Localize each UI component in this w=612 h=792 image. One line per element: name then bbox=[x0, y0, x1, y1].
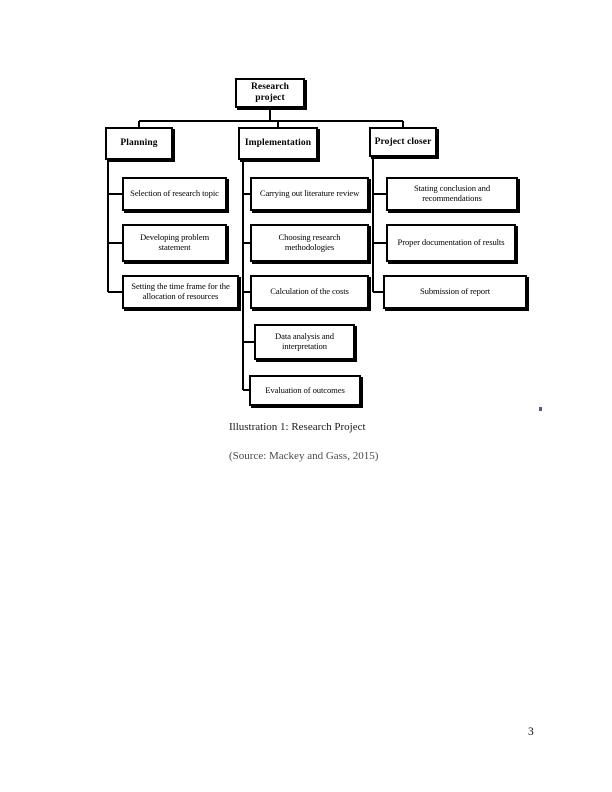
figure-caption-title: Illustration 1: Research Project bbox=[229, 421, 366, 433]
research-project-hierarchy-diagram: Research project Planning Implementation… bbox=[105, 78, 527, 406]
node-proper-documentation-of-results-label: Proper documentation of results bbox=[397, 237, 505, 248]
node-submission-of-report[interactable]: Submission of report bbox=[383, 275, 527, 309]
node-research-project[interactable]: Research project bbox=[235, 78, 305, 108]
ink-speck-artifact bbox=[539, 407, 542, 411]
diagram-connectors bbox=[107, 108, 404, 391]
node-stating-conclusion-and-recommendations-label: Stating conclusion and recommendations bbox=[413, 183, 491, 203]
node-calculation-of-the-costs-label: Calculation of the costs bbox=[270, 286, 349, 297]
node-research-project-label: Research project bbox=[250, 82, 290, 103]
node-selection-of-research-topic-label: Selection of research topic bbox=[130, 188, 219, 199]
node-evaluation-of-outcomes[interactable]: Evaluation of outcomes bbox=[249, 375, 361, 406]
node-carrying-out-literature-review[interactable]: Carrying out literature review bbox=[250, 177, 369, 211]
node-data-analysis-and-interpretation-label: Data analysis and interpretation bbox=[275, 331, 334, 351]
node-proper-documentation-of-results[interactable]: Proper documentation of results bbox=[386, 224, 516, 262]
node-project-closer-label: Project closer bbox=[374, 136, 432, 147]
node-setting-the-time-frame[interactable]: Setting the time frame for the allocatio… bbox=[122, 275, 239, 309]
node-carrying-out-literature-review-label: Carrying out literature review bbox=[259, 188, 360, 199]
node-setting-the-time-frame-label: Setting the time frame for the allocatio… bbox=[131, 281, 230, 301]
page-number: 3 bbox=[528, 726, 534, 738]
node-developing-problem-statement[interactable]: Developing problem statement bbox=[122, 224, 227, 262]
figure-caption-source: (Source: Mackey and Gass, 2015) bbox=[229, 450, 379, 462]
node-choosing-research-methodologies[interactable]: Choosing research methodologies bbox=[250, 224, 369, 262]
node-choosing-research-methodologies-label: Choosing research methodologies bbox=[278, 232, 341, 252]
node-data-analysis-and-interpretation[interactable]: Data analysis and interpretation bbox=[254, 324, 355, 360]
node-selection-of-research-topic[interactable]: Selection of research topic bbox=[122, 177, 227, 211]
node-planning[interactable]: Planning bbox=[105, 127, 173, 160]
node-submission-of-report-label: Submission of report bbox=[419, 286, 491, 297]
node-calculation-of-the-costs[interactable]: Calculation of the costs bbox=[250, 275, 369, 309]
node-developing-problem-statement-label: Developing problem statement bbox=[139, 232, 210, 252]
node-planning-label: Planning bbox=[120, 138, 158, 149]
node-implementation[interactable]: Implementation bbox=[238, 127, 318, 160]
node-stating-conclusion-and-recommendations[interactable]: Stating conclusion and recommendations bbox=[386, 177, 518, 211]
node-implementation-label: Implementation bbox=[244, 138, 312, 149]
node-project-closer[interactable]: Project closer bbox=[369, 127, 437, 157]
node-evaluation-of-outcomes-label: Evaluation of outcomes bbox=[265, 384, 345, 395]
